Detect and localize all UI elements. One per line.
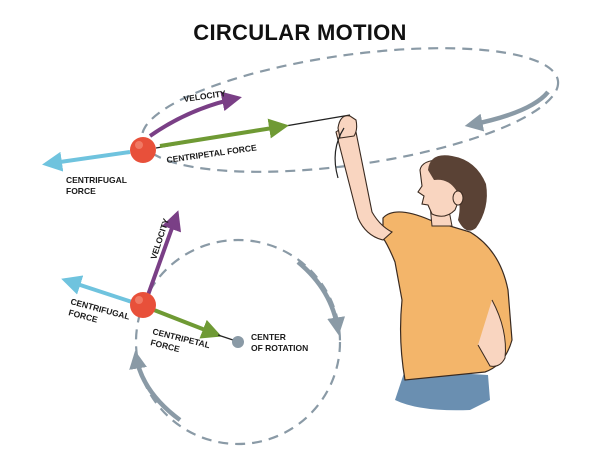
bottom-rotation-arrow-right [298,262,338,330]
top-orbit-diagram: VELOCITY CENTRIPETAL FORCE CENTRIFUGAL F… [46,26,566,196]
top-centripetal-label: CENTRIPETAL FORCE [166,142,258,165]
top-centripetal-arrow [160,126,285,146]
top-velocity-arrow [150,98,238,136]
top-ball [130,137,156,163]
top-orbit-direction-arrow [470,92,548,125]
top-centrifugal-arrow [46,152,130,164]
person-illustration [335,116,512,411]
bottom-ball-highlight [135,296,143,304]
bottom-rotation-arrow-left [136,356,180,420]
top-ball-highlight [135,141,143,149]
top-centrifugal-label-line1: CENTRIFUGAL [66,175,127,185]
center-of-rotation-dot [232,336,244,348]
center-label-line1: CENTER [251,332,286,342]
center-label-line2: OF ROTATION [251,343,308,353]
bottom-ball [130,292,156,318]
person-ear [453,191,463,205]
top-centrifugal-label-line2: FORCE [66,186,96,196]
bottom-orbit-diagram: VELOCITY CENTRIFUGAL FORCE CENTRIPETAL F… [65,214,340,444]
